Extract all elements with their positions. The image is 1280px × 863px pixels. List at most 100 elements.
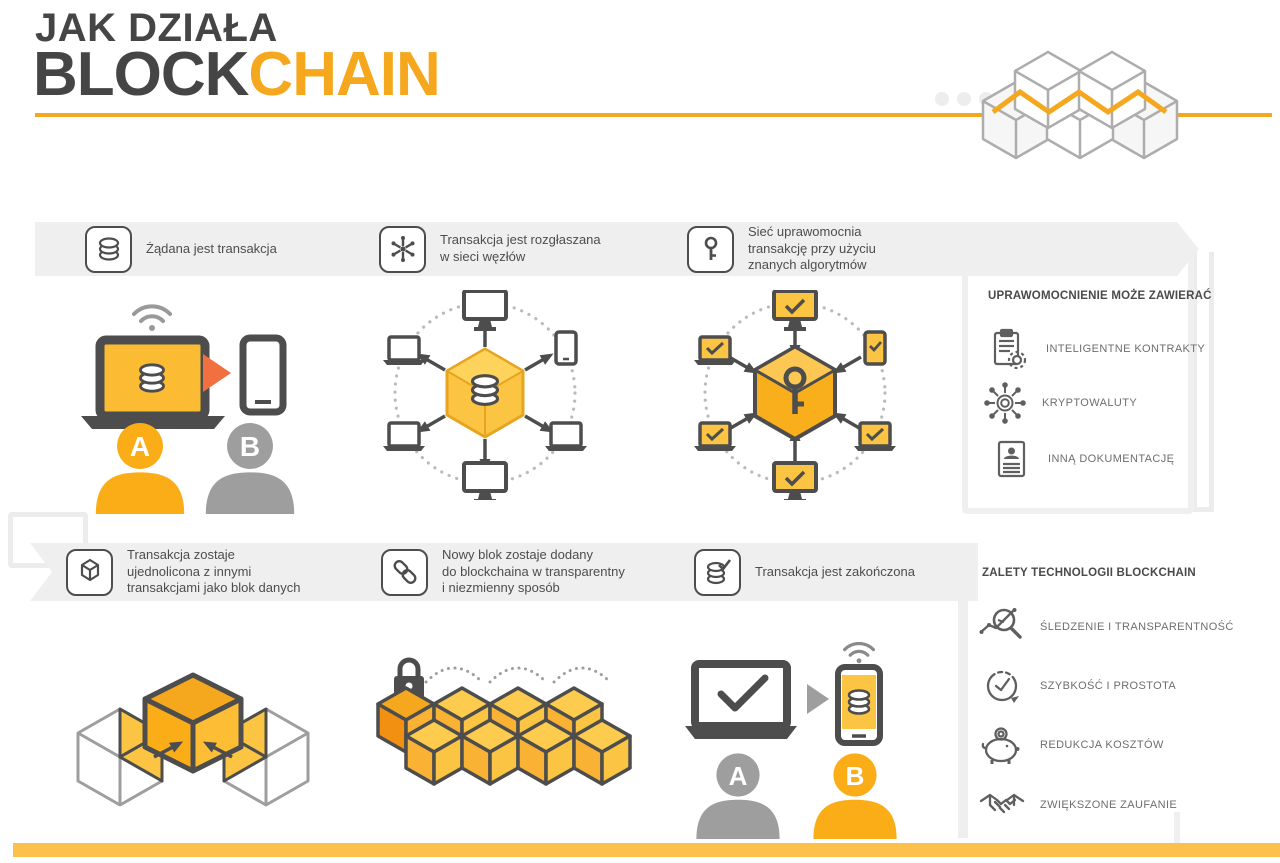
header-underline-right bbox=[1166, 113, 1272, 117]
logo-zigzag-line bbox=[991, 88, 1168, 116]
coins-icon bbox=[847, 689, 871, 715]
title-block: BLOCK bbox=[33, 40, 249, 109]
block-merge-illustration bbox=[76, 672, 310, 807]
validator-laptop-upper-left bbox=[692, 335, 738, 367]
benefit-item-tracking: ŚLEDZENIE I TRANSPARENTNOŚĆ bbox=[978, 603, 1234, 651]
node-laptop-lower-left bbox=[381, 421, 427, 453]
phone-receiver bbox=[239, 334, 287, 416]
benefit-item-cost-reduction: REDUKCJA KOSZTÓW bbox=[978, 721, 1164, 769]
step-2-banner: Transakcja jest rozgłaszana w sieci węzł… bbox=[343, 222, 677, 276]
smart-contract-icon bbox=[993, 328, 1027, 370]
wifi-icon bbox=[842, 642, 876, 665]
coins-icon bbox=[139, 363, 165, 393]
validation-panel: UPRAWOMOCNIENIE MOŻE ZAWIERAĆ INTELIGENT… bbox=[962, 246, 1211, 514]
step-4-banner: Transakcja zostaje ujednolicona z innymi… bbox=[30, 543, 374, 601]
svg-text:B: B bbox=[240, 431, 260, 462]
validator-tablet-upper-right bbox=[863, 330, 887, 366]
ribbon-tail bbox=[1174, 812, 1180, 843]
validation-item-smart-contracts: INTELIGENTNE KONTRAKTY bbox=[986, 326, 1205, 372]
step-3-banner: Sieć uprawomocnia transakcję przy użyciu… bbox=[651, 222, 1199, 276]
title-chain: CHAIN bbox=[248, 40, 440, 109]
blockchain-cubes bbox=[376, 686, 632, 786]
benefit-item-label: ZWIĘKSZONE ZAUFANIE bbox=[1040, 799, 1178, 811]
benefit-item-label: REDUKCJA KOSZTÓW bbox=[1040, 739, 1164, 751]
chain-dotted-links bbox=[424, 666, 612, 684]
coins-icon bbox=[470, 374, 500, 406]
step-6-label: Transakcja jest zakończona bbox=[755, 563, 915, 579]
validator-monitor-top bbox=[772, 290, 818, 333]
merged-block-cube bbox=[142, 672, 244, 774]
benefit-item-trust: ZWIĘKSZONE ZAUFANIE bbox=[978, 781, 1177, 829]
benefits-panel: ZALETY TECHNOLOGII BLOCKCHAIN ŚLEDZENIE … bbox=[978, 545, 1278, 840]
key-icon bbox=[783, 366, 807, 414]
validator-laptop-lower-left bbox=[692, 421, 738, 453]
laptop-confirmed bbox=[685, 660, 797, 739]
person-a: A bbox=[95, 423, 185, 514]
benefit-item-label: SZYBKOŚĆ I PROSTOTA bbox=[1040, 680, 1177, 692]
validation-item-documentation: INNĄ DOKUMENTACJĘ bbox=[988, 436, 1174, 482]
tracking-icon bbox=[979, 608, 1022, 639]
bottom-accent-bar bbox=[13, 843, 1280, 857]
validator-monitor-bottom bbox=[772, 461, 818, 500]
data-block-cube bbox=[445, 347, 525, 439]
wifi-icon bbox=[132, 304, 172, 333]
svg-text:A: A bbox=[729, 761, 748, 791]
transfer-arrow bbox=[807, 684, 829, 714]
node-laptop-upper-left bbox=[381, 335, 427, 367]
step-1-banner: Żądana jest transakcja bbox=[35, 222, 381, 276]
person-b: B bbox=[205, 423, 295, 514]
person-a: A bbox=[696, 753, 780, 839]
network-icon bbox=[379, 226, 426, 273]
coins-check-icon bbox=[694, 548, 741, 596]
node-monitor-bottom bbox=[462, 461, 508, 500]
speed-icon bbox=[986, 670, 1019, 703]
benefit-item-label: ŚLEDZENIE I TRANSPARENTNOŚĆ bbox=[1040, 621, 1234, 633]
validation-item-label: KRYPTOWALUTY bbox=[1042, 397, 1138, 409]
header-underline bbox=[35, 113, 985, 117]
step-2-label: Transakcja jest rozgłaszana w sieci węzł… bbox=[440, 232, 601, 264]
person-b: B bbox=[813, 753, 897, 839]
transaction-request-illustration: A B bbox=[81, 304, 295, 514]
validation-item-label: INNĄ DOKUMENTACJĘ bbox=[1048, 453, 1175, 465]
validator-laptop-lower-right bbox=[852, 421, 898, 453]
coins-icon bbox=[85, 226, 132, 273]
benefits-panel-title: ZALETY TECHNOLOGII BLOCKCHAIN bbox=[982, 567, 1196, 579]
cube-icon bbox=[66, 549, 113, 596]
logo-wireframe-cubes bbox=[981, 50, 1179, 160]
trust-icon bbox=[979, 793, 1025, 814]
validation-item-label: INTELIGENTNE KONTRAKTY bbox=[1046, 343, 1206, 355]
validation-panel-title: UPRAWOMOCNIENIE MOŻE ZAWIERAĆ bbox=[988, 290, 1212, 302]
validation-item-cryptocurrency: KRYPTOWALUTY bbox=[982, 380, 1137, 426]
cost-reduction-icon bbox=[981, 727, 1020, 764]
step-4-label: Transakcja zostaje ujednolicona z innymi… bbox=[127, 547, 301, 596]
node-tablet-upper-right bbox=[554, 330, 578, 366]
transaction-complete-illustration: A B bbox=[685, 642, 897, 839]
chain-link-icon bbox=[381, 549, 428, 596]
broadcast-network-illustration bbox=[381, 290, 589, 500]
node-monitor-top bbox=[462, 290, 508, 333]
step-3-label: Sieć uprawomocnia transakcję przy użyciu… bbox=[748, 224, 876, 273]
documentation-icon bbox=[997, 440, 1026, 478]
cryptocurrency-icon bbox=[984, 382, 1026, 424]
network-ring bbox=[703, 301, 887, 485]
phone-received bbox=[835, 664, 883, 746]
svg-text:B: B bbox=[846, 761, 865, 791]
check-icon bbox=[717, 674, 769, 712]
transfer-arrow bbox=[203, 354, 231, 392]
step-5-label: Nowy blok zostaje dodany do blockchaina … bbox=[442, 547, 625, 596]
node-laptop-lower-right bbox=[543, 421, 589, 453]
key-block-cube bbox=[751, 345, 839, 441]
page-kicker: JAK DZIAŁA bbox=[35, 6, 278, 50]
step-1-label: Żądana jest transakcja bbox=[146, 240, 277, 256]
page-title: BLOCKCHAIN bbox=[33, 40, 441, 109]
blockchain-cubes-logo bbox=[935, 50, 1179, 160]
step-6-banner: Transakcja jest zakończona bbox=[658, 543, 978, 601]
benefits-divider bbox=[958, 545, 968, 838]
svg-text:A: A bbox=[130, 431, 150, 462]
key-icon bbox=[687, 226, 734, 273]
benefit-item-speed: SZYBKOŚĆ I PROSTOTA bbox=[980, 663, 1176, 709]
step-5-banner: Nowy blok zostaje dodany do blockchaina … bbox=[345, 543, 686, 601]
ribbon-wrap-right bbox=[1192, 252, 1214, 512]
validation-network-illustration bbox=[692, 290, 898, 500]
